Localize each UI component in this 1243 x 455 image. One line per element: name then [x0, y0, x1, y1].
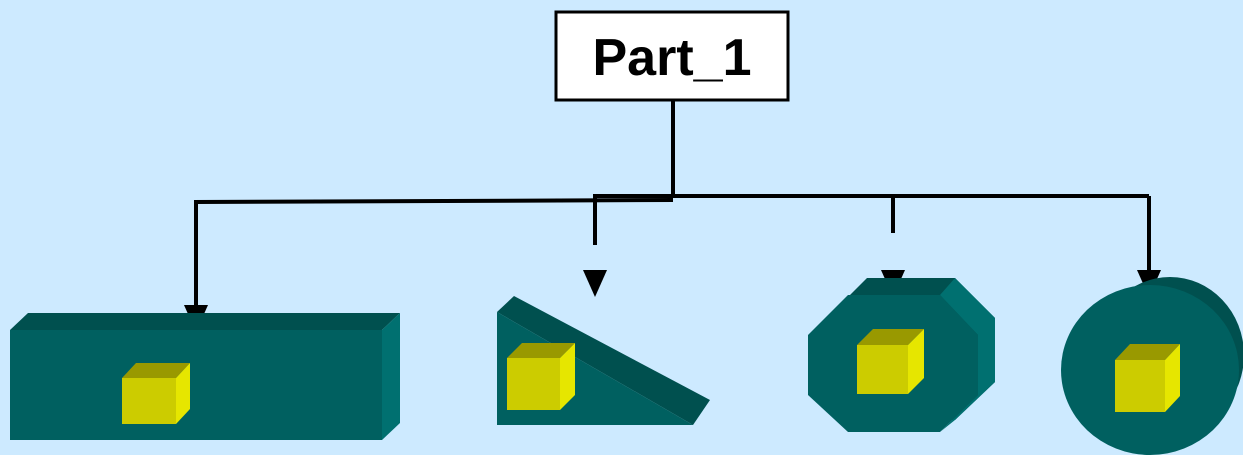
bar-side-face — [382, 313, 400, 440]
root-node-box — [554, 10, 790, 102]
cube-icon — [857, 329, 924, 394]
root-node-label: Part_1 — [593, 29, 752, 87]
cube-icon — [507, 343, 575, 410]
arrowhead-triangular-wedge — [583, 270, 607, 297]
octagon-side-face — [940, 278, 995, 432]
bar-front-face — [10, 330, 382, 440]
branch-line-upper — [593, 194, 895, 245]
root-node: Part_1 — [554, 10, 790, 102]
cube-icon — [1115, 344, 1180, 412]
triangular-wedge-part — [497, 296, 710, 425]
connectors — [194, 100, 1151, 305]
octagonal-prism-part — [808, 278, 995, 432]
rectangular-bar-part — [10, 313, 400, 440]
wedge-top-face — [497, 296, 710, 425]
branch-line-lower — [194, 198, 674, 305]
bar-top-face — [10, 313, 400, 330]
cylinder-part — [1061, 277, 1243, 455]
cube-icon — [122, 363, 190, 424]
